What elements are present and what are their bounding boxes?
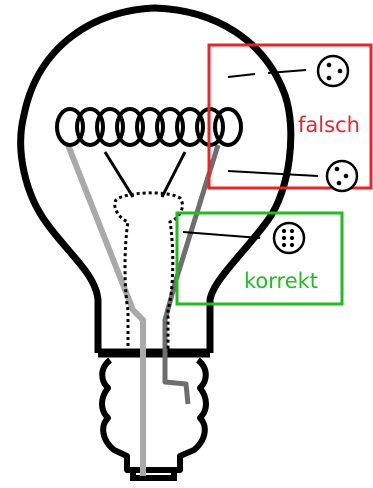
pointer-line-wrong-bottom xyxy=(227,170,319,177)
wrong-label: falsch xyxy=(298,113,360,137)
pointer-line-wrong-top-2 xyxy=(267,69,307,74)
three-dot-dice-icon xyxy=(325,159,359,193)
lead-wire-right xyxy=(162,144,221,405)
three-dot-dice-icon xyxy=(316,54,350,88)
pointer-line-correct xyxy=(182,231,261,239)
filament-support-right xyxy=(160,151,187,198)
six-dot-braille-icon xyxy=(272,221,306,255)
correct-box xyxy=(175,211,344,306)
coil-filament xyxy=(55,107,243,147)
lead-wire-left xyxy=(65,143,146,476)
correct-label: korrekt xyxy=(244,269,318,293)
pointer-line-wrong-top xyxy=(227,73,256,78)
wrong-box xyxy=(207,43,373,190)
filament-support-left xyxy=(103,151,135,198)
base-contact-tip xyxy=(130,470,177,481)
screw-base xyxy=(99,357,209,473)
bulb-glass-outline xyxy=(17,4,295,353)
glass-stem-dotted xyxy=(113,191,184,352)
